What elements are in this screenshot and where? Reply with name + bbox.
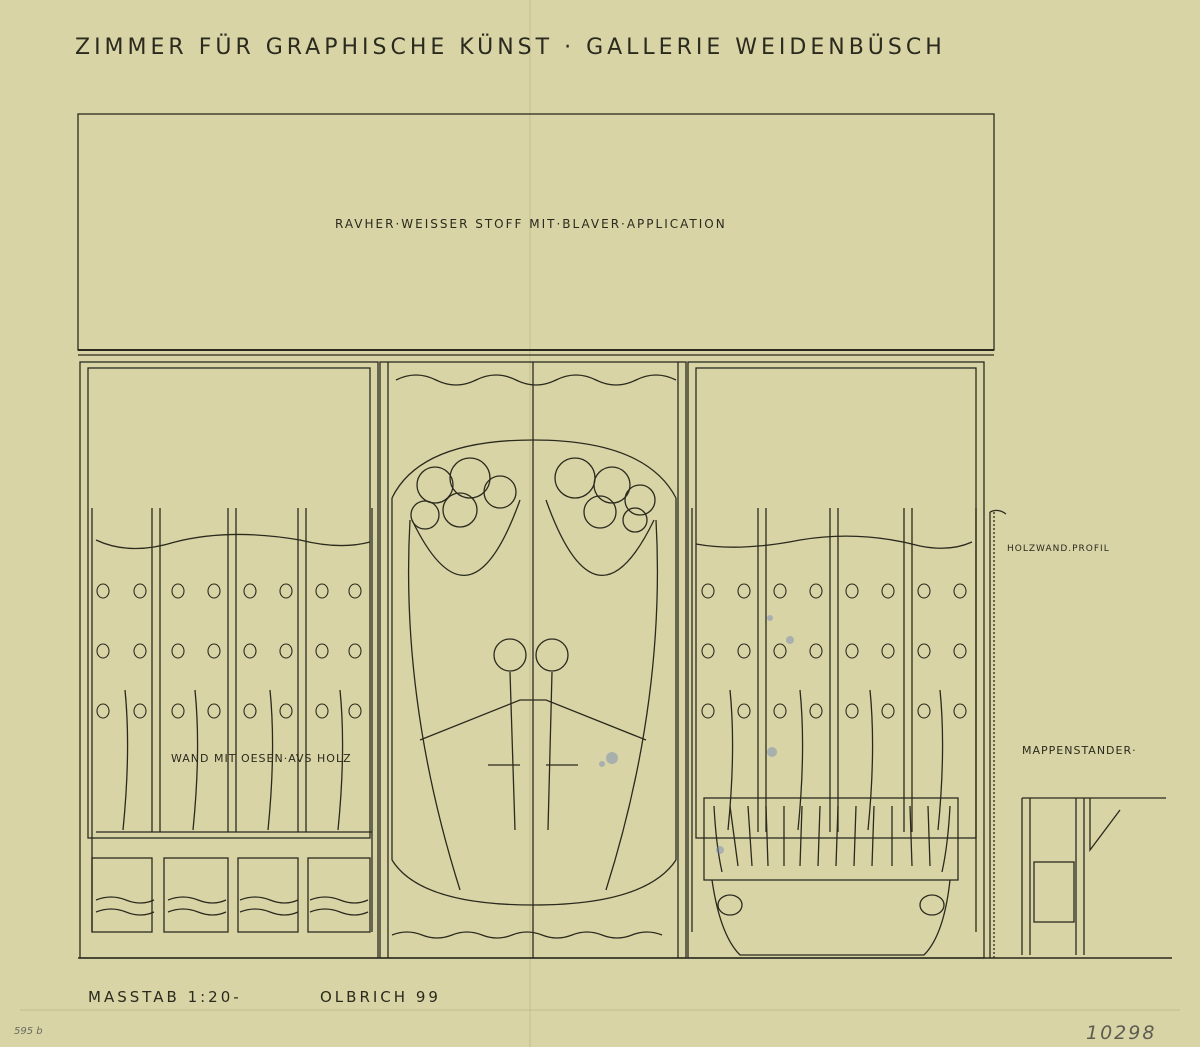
- eyelet-ring: [243, 703, 257, 719]
- right-wall-curve: [695, 535, 973, 549]
- eyelet-ring: [96, 703, 110, 719]
- eyelet-ring: [133, 703, 147, 719]
- eyelet-ring: [96, 643, 110, 659]
- tie-band: [419, 699, 647, 741]
- eyelet-ring: [207, 703, 221, 719]
- eyelet-ring: [917, 583, 931, 599]
- eyelet-ring: [207, 643, 221, 659]
- eyelet-ring: [133, 583, 147, 599]
- left-wall-frame: [79, 361, 379, 959]
- sheet-title: ZIMMER FÜR GRAPHISCHE KÜNST · GALLERIE W…: [75, 35, 946, 60]
- stand-label: MAPPENSTANDER·: [1022, 744, 1137, 757]
- left-box-3: [237, 857, 299, 933]
- bench: [703, 797, 959, 956]
- eyelet-ring: [809, 643, 823, 659]
- door-scroll-band: [395, 374, 677, 386]
- eyelet-ring: [773, 583, 787, 599]
- eyelet-ring: [207, 583, 221, 599]
- eyelet-ring: [881, 583, 895, 599]
- flower-left: [493, 638, 527, 672]
- eyelet-ring: [315, 643, 329, 659]
- left-box-1: [91, 857, 153, 933]
- eyelet-ring: [279, 583, 293, 599]
- eyelet-ring: [133, 643, 147, 659]
- eyelet-ring: [953, 643, 967, 659]
- eyelet-ring: [773, 643, 787, 659]
- eyelet-ring: [809, 703, 823, 719]
- eyelet-ring: [279, 703, 293, 719]
- portfolio-stand: [1021, 797, 1166, 955]
- door-wave-bottom: [391, 931, 663, 939]
- eyelet-ring: [845, 583, 859, 599]
- door-oval-bottom: [391, 859, 677, 906]
- signature: OLBRICH 99: [320, 988, 441, 1006]
- eyelet-ring: [953, 583, 967, 599]
- eyelet-ring: [845, 643, 859, 659]
- eyelet-ring: [348, 583, 362, 599]
- eyelet-ring: [243, 643, 257, 659]
- eyelet-ring: [279, 643, 293, 659]
- eyelet-ring: [737, 703, 751, 719]
- eyelet-ring: [315, 583, 329, 599]
- blue-stains: [599, 615, 794, 854]
- eyelet-ring: [96, 583, 110, 599]
- wall-eyelets: [96, 583, 967, 719]
- eyelet-ring: [917, 643, 931, 659]
- eyelet-ring: [171, 583, 185, 599]
- eyelet-ring: [809, 583, 823, 599]
- left-box-2: [163, 857, 229, 933]
- wall-profile-label: HOLZWAND.PROFIL: [1007, 544, 1110, 554]
- left-wall-curve: [95, 533, 371, 550]
- eyelet-ring: [701, 643, 715, 659]
- eyelet-ring: [881, 703, 895, 719]
- banner-panel: [77, 113, 995, 351]
- flower-cluster-left: [410, 457, 517, 530]
- margin-note: 595 b: [14, 1026, 43, 1037]
- eyelet-ring: [701, 703, 715, 719]
- eyelet-ring: [315, 703, 329, 719]
- left-box-4: [307, 857, 371, 933]
- eyelet-ring: [917, 703, 931, 719]
- door-arch: [391, 439, 677, 499]
- inventory-number: 10298: [1086, 1022, 1157, 1044]
- flower-right: [535, 638, 569, 672]
- eyelet-ring: [845, 703, 859, 719]
- right-drape: [545, 499, 659, 891]
- eyelet-ring: [171, 643, 185, 659]
- eyelet-ring: [348, 643, 362, 659]
- eyelet-ring: [737, 583, 751, 599]
- right-wall-frame: [687, 361, 985, 959]
- eyelet-ring: [348, 703, 362, 719]
- eyelet-ring: [701, 583, 715, 599]
- eyelet-ring: [953, 703, 967, 719]
- eyelet-ring: [171, 703, 185, 719]
- banner-note: RAVHER·WEISSER STOFF MIT·BLAVER·APPLICAT…: [335, 217, 727, 231]
- flower-cluster-right: [554, 457, 656, 533]
- eyelet-ring: [737, 643, 751, 659]
- scale-label: MASSTAB 1:20-: [88, 988, 242, 1006]
- eyelet-ring: [881, 643, 895, 659]
- eyelet-ring: [243, 583, 257, 599]
- eyelet-ring: [773, 703, 787, 719]
- wall-label: WAND MIT OESEN·AVS HOLZ: [171, 752, 352, 765]
- left-drape: [407, 499, 521, 891]
